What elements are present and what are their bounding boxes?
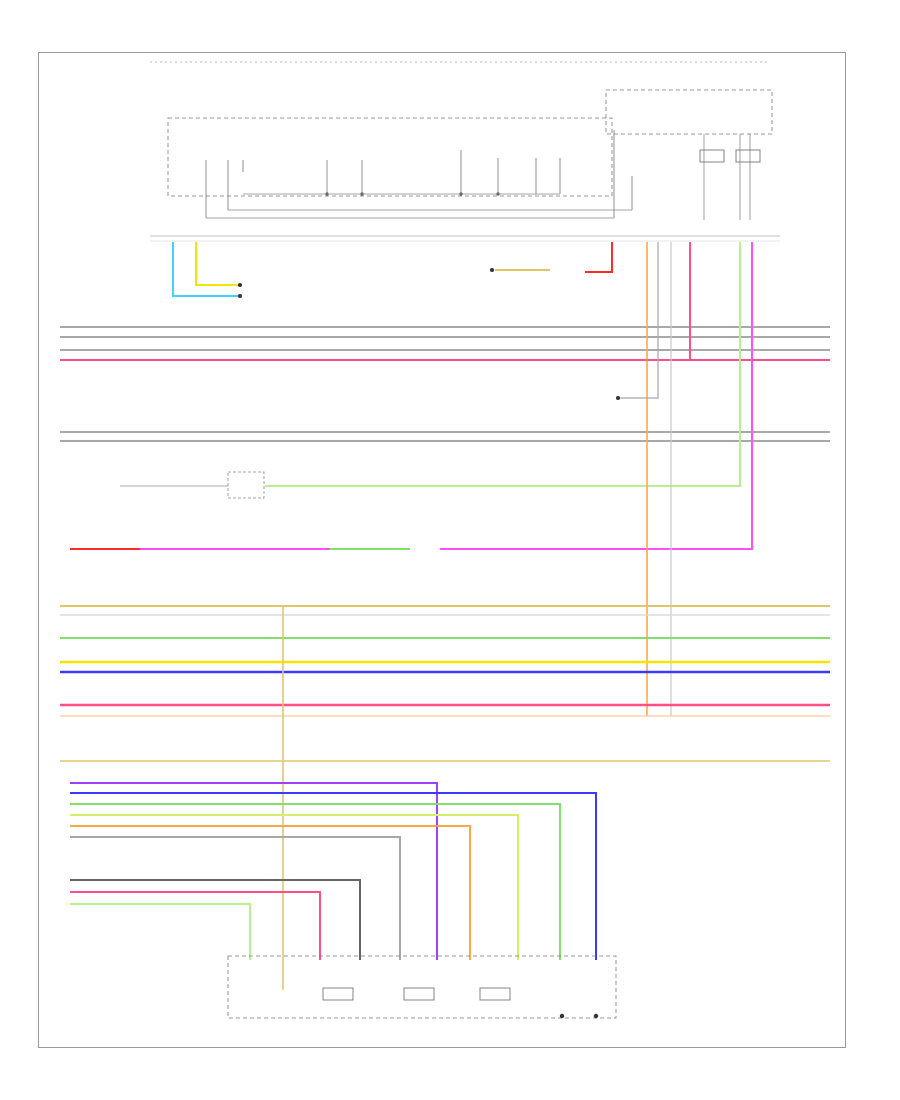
wire-cyan xyxy=(172,242,240,297)
relay-box xyxy=(227,471,265,499)
sensor-node-2 xyxy=(616,396,620,400)
ground-symbols xyxy=(559,1013,599,1019)
cluster-drops xyxy=(703,134,751,220)
wire-light-green-2 xyxy=(265,242,741,487)
control-module-box xyxy=(167,117,613,197)
drop-tan-center xyxy=(282,605,830,990)
bus-group-3 xyxy=(60,605,830,762)
cluster-gauge-2 xyxy=(735,149,761,163)
sensor-node xyxy=(490,268,494,272)
solenoid-harness xyxy=(70,782,597,960)
drop-gray-1 xyxy=(620,242,659,399)
wire-yellow xyxy=(195,242,240,286)
wire-sensor-red xyxy=(585,242,613,273)
diagram-frame xyxy=(38,52,846,1048)
solenoid-assembly-box xyxy=(227,955,617,1019)
module-pins xyxy=(205,130,633,218)
splice-dots xyxy=(238,283,242,298)
cluster-gauge-1 xyxy=(699,149,725,163)
bus-group-2 xyxy=(60,431,830,442)
instrument-cluster-box xyxy=(605,89,773,135)
bus-group-1 xyxy=(60,326,830,361)
wire-magenta-2 xyxy=(440,242,753,550)
solenoid-units xyxy=(322,987,511,1001)
